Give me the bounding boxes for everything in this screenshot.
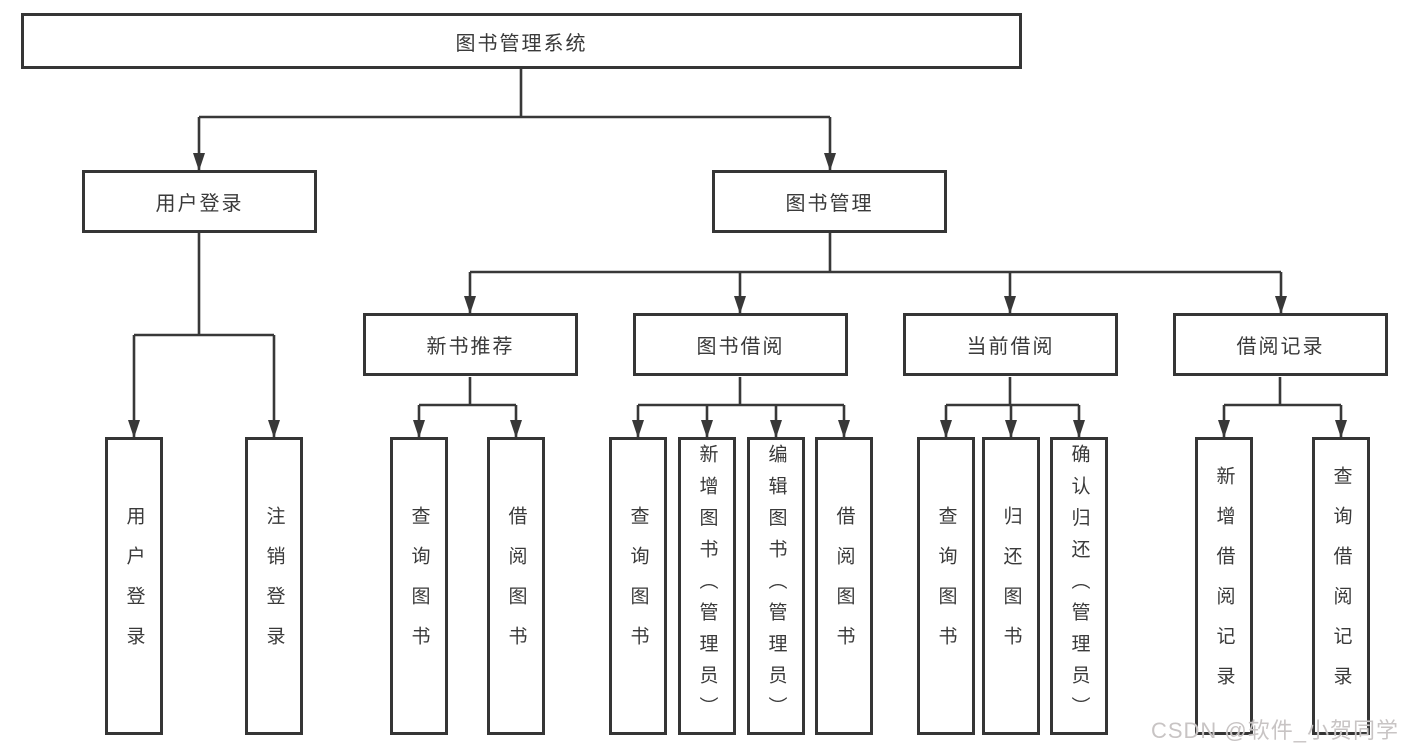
leaf-record-add: 新增借阅记录	[1195, 437, 1253, 735]
leaf-current-confirm-return-admin-label: 确认归还（管理员）	[1068, 444, 1090, 728]
leaf-newbook-borrow-books: 借阅图书	[487, 437, 545, 735]
book-management-node-label: 图书管理	[785, 193, 874, 215]
csdn-watermark: CSDN @软件_小贺同学	[1150, 718, 1399, 743]
leaf-current-return-books-label: 归还图书	[1000, 506, 1022, 666]
leaf-record-query-label: 查询借阅记录	[1330, 466, 1352, 706]
leaf-newbook-borrow-books-label: 借阅图书	[505, 506, 527, 666]
leaf-current-query-books: 查询图书	[917, 437, 975, 735]
current-borrow-module-label: 当前借阅	[966, 336, 1055, 358]
new-book-module-label: 新书推荐	[426, 336, 515, 358]
leaf-borrow-borrow-books: 借阅图书	[815, 437, 873, 735]
leaf-borrow-edit-books-admin-label: 编辑图书（管理员）	[765, 444, 787, 728]
leaf-borrow-add-books-admin-label: 新增图书（管理员）	[696, 444, 718, 728]
leaf-current-return-books: 归还图书	[982, 437, 1040, 735]
connector-trunks	[134, 69, 1341, 407]
borrow-record-module-label: 借阅记录	[1236, 336, 1325, 358]
book-borrow-module-label: 图书借阅	[696, 336, 785, 358]
leaf-newbook-query-books-label: 查询图书	[408, 506, 430, 666]
leaf-user-login: 用户登录	[105, 437, 163, 735]
leaf-borrow-query-books: 查询图书	[609, 437, 667, 735]
leaf-borrow-query-books-label: 查询图书	[627, 506, 649, 666]
leaf-current-confirm-return-admin: 确认归还（管理员）	[1050, 437, 1108, 735]
leaf-user-login-label: 用户登录	[123, 506, 145, 666]
root-node-label: 图书管理系统	[455, 32, 588, 55]
user-login-node: 用户登录	[82, 170, 317, 233]
connector-arrows	[128, 117, 1347, 438]
current-borrow-module-node: 当前借阅	[903, 313, 1118, 376]
root-node: 图书管理系统	[21, 13, 1022, 69]
user-login-node-label: 用户登录	[155, 193, 244, 215]
book-borrow-module-node: 图书借阅	[633, 313, 848, 376]
leaf-record-query: 查询借阅记录	[1312, 437, 1370, 735]
leaf-record-add-label: 新增借阅记录	[1213, 466, 1235, 706]
leaf-borrow-borrow-books-label: 借阅图书	[833, 506, 855, 666]
new-book-module-node: 新书推荐	[363, 313, 578, 376]
leaf-borrow-edit-books-admin: 编辑图书（管理员）	[747, 437, 805, 735]
leaf-borrow-add-books-admin: 新增图书（管理员）	[678, 437, 736, 735]
leaf-logout: 注销登录	[245, 437, 303, 735]
borrow-record-module-node: 借阅记录	[1173, 313, 1388, 376]
leaf-newbook-query-books: 查询图书	[390, 437, 448, 735]
leaf-current-query-books-label: 查询图书	[935, 506, 957, 666]
book-management-node: 图书管理	[712, 170, 947, 233]
leaf-logout-label: 注销登录	[263, 506, 285, 666]
